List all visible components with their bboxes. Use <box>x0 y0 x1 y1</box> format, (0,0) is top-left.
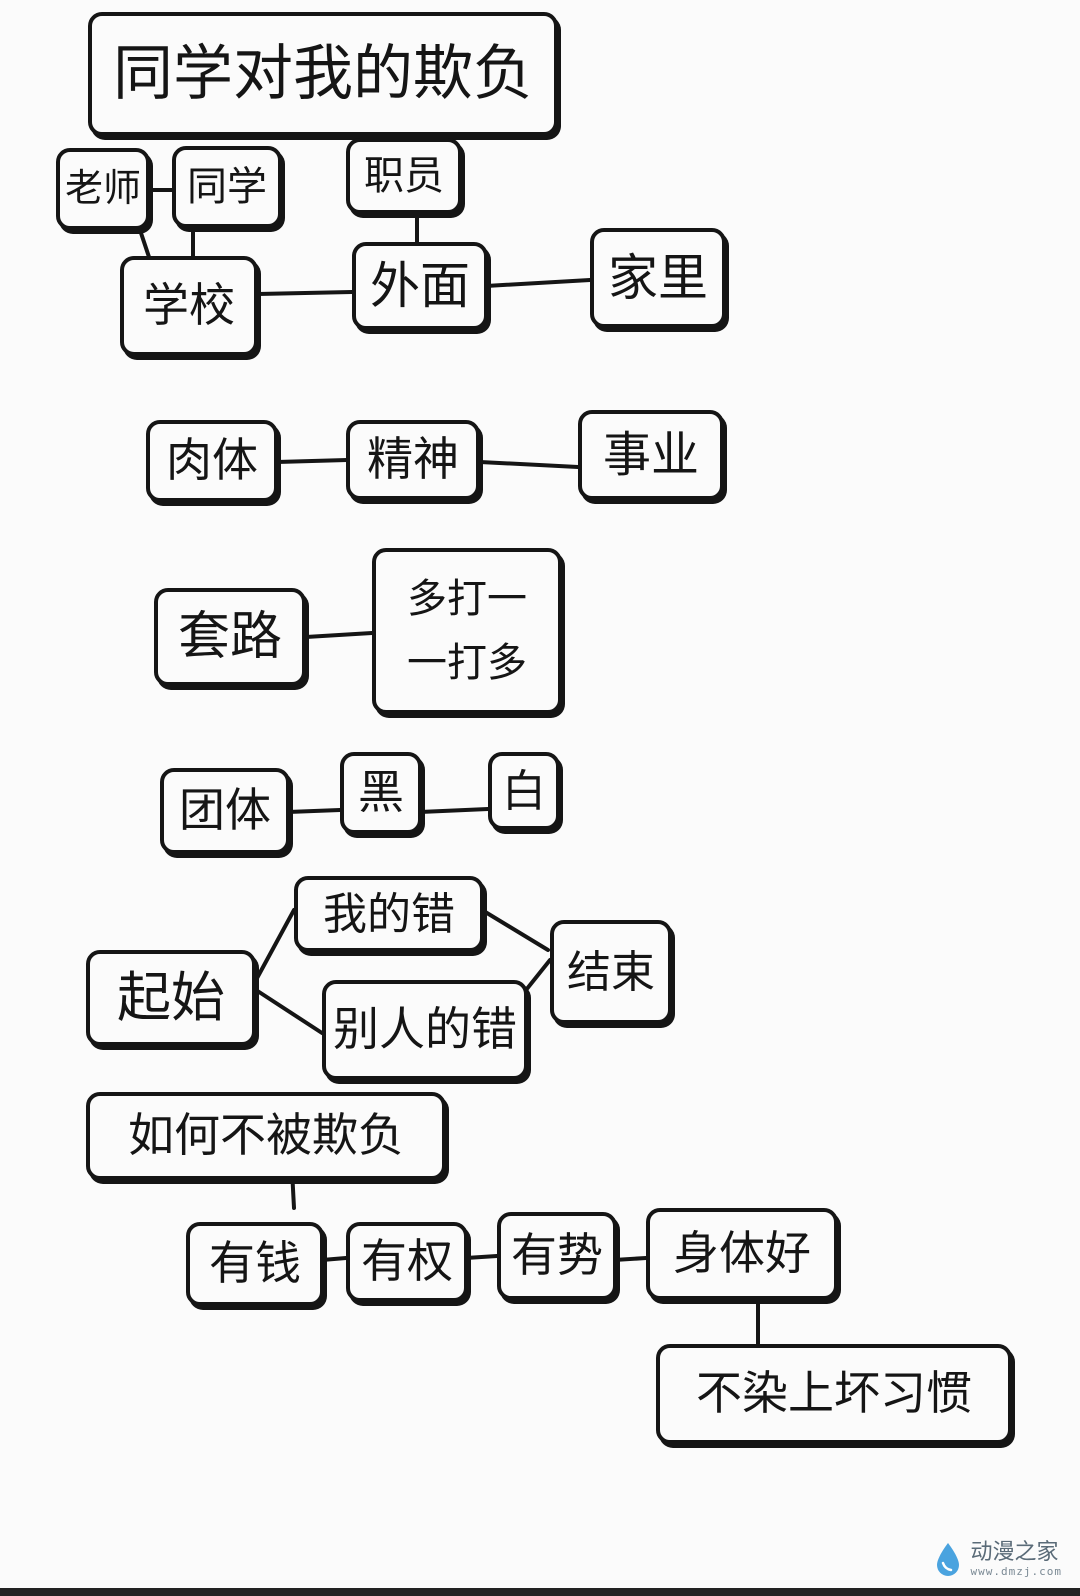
node-spirit: 精神 <box>346 420 480 500</box>
node-body: 肉体 <box>146 420 278 502</box>
watermark: 动漫之家 www.dmzj.com <box>933 1539 1062 1578</box>
link-influence-healthy <box>612 1256 648 1262</box>
link-routine-odds <box>304 631 374 639</box>
link-otherfault-end <box>524 958 552 992</box>
link-group-black <box>286 808 342 814</box>
node-teacher: 老师 <box>56 148 150 230</box>
node-power: 有权 <box>346 1222 468 1302</box>
node-question: 如何不被欺负 <box>86 1092 446 1180</box>
node-staff: 职员 <box>346 138 462 214</box>
node-odds: 多打一 一打多 <box>372 548 562 714</box>
node-home: 家里 <box>590 228 726 328</box>
node-no-bad-habits: 不染上坏习惯 <box>656 1344 1012 1444</box>
node-rich: 有钱 <box>186 1222 324 1306</box>
link-spirit-career <box>478 460 580 469</box>
bottom-edge-bar <box>0 1588 1080 1596</box>
node-classmate: 同学 <box>172 146 282 228</box>
water-drop-logo-icon <box>936 1543 959 1577</box>
link-school-outside <box>256 290 354 296</box>
link-black-white <box>418 807 490 814</box>
node-influence: 有势 <box>497 1212 617 1300</box>
node-career: 事业 <box>578 410 724 500</box>
node-white: 白 <box>488 752 560 830</box>
node-other-fault: 别人的错 <box>322 980 528 1080</box>
node-group: 团体 <box>160 768 290 854</box>
node-outside: 外面 <box>352 242 488 330</box>
link-body-spirit <box>275 458 349 464</box>
node-routine: 套路 <box>154 588 306 686</box>
node-healthy: 身体好 <box>646 1208 838 1300</box>
watermark-name: 动漫之家 <box>970 1539 1059 1565</box>
link-rich-power <box>320 1256 348 1262</box>
link-teacher-school <box>138 228 152 262</box>
link-start-myfault <box>254 908 296 982</box>
map-title: 同学对我的欺负 <box>88 12 558 136</box>
node-my-fault: 我的错 <box>294 876 484 952</box>
link-outside-home <box>484 278 592 288</box>
link-power-influence <box>464 1254 499 1260</box>
watermark-url: www.dmzj.com <box>970 1565 1062 1578</box>
node-start: 起始 <box>86 950 256 1046</box>
node-end: 结束 <box>550 920 672 1024</box>
link-myfault-end <box>480 908 550 952</box>
node-black: 黑 <box>340 752 422 834</box>
node-school: 学校 <box>120 256 258 356</box>
link-start-otherfault <box>254 988 324 1035</box>
